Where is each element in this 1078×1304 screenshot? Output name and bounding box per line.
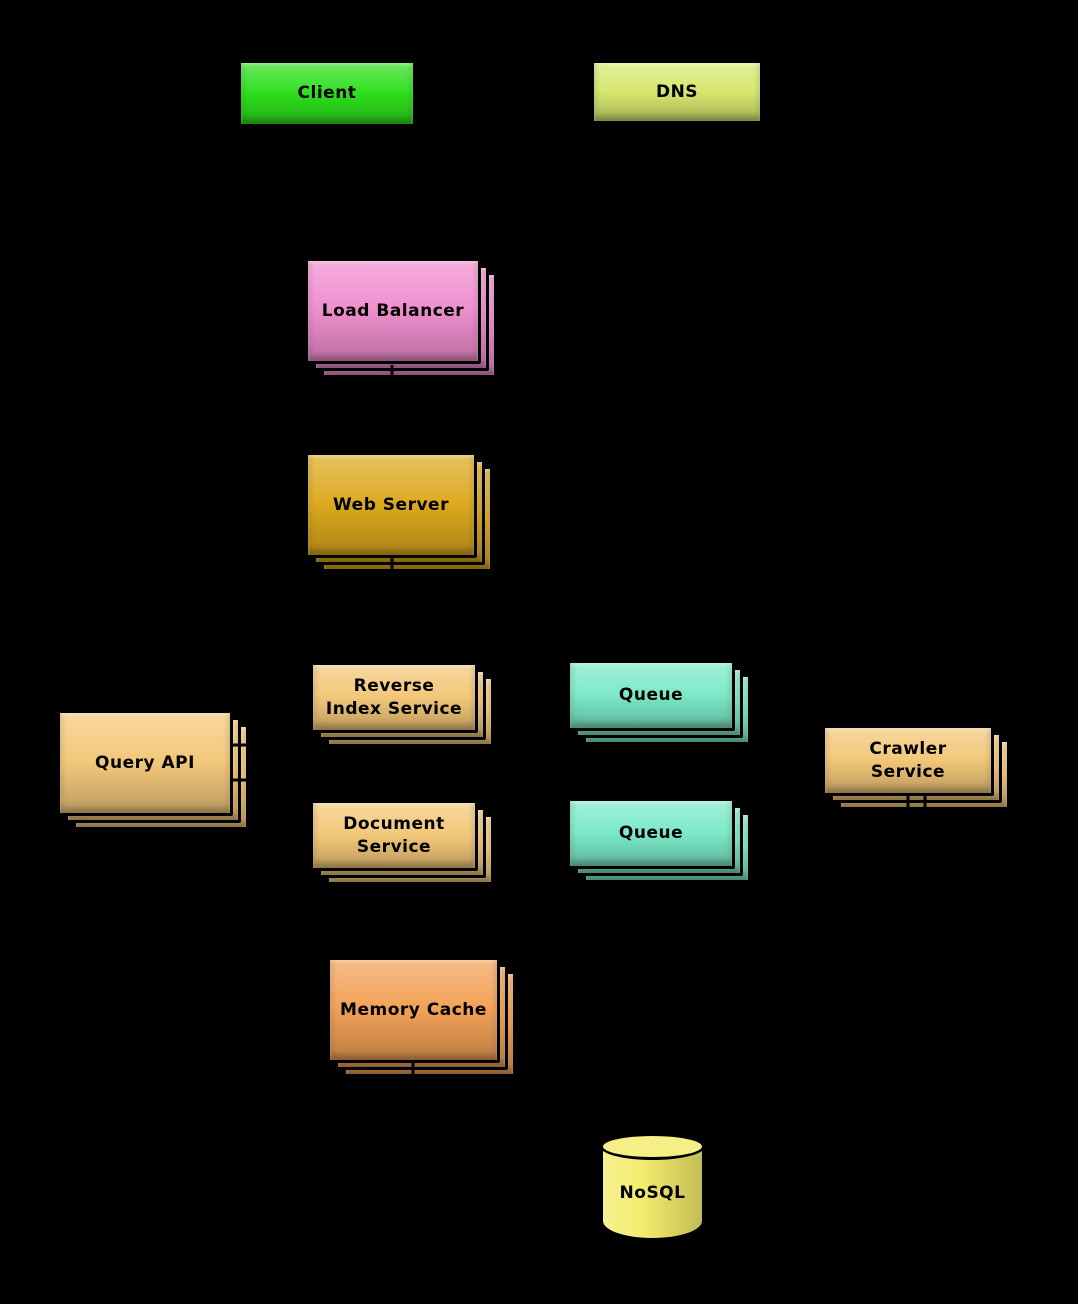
cylinder-label-wrap: NoSQL — [600, 1133, 705, 1241]
node-query-api: Query API — [57, 710, 249, 830]
box-face: Web Server — [305, 452, 477, 558]
node-dns: DNS — [591, 60, 763, 124]
node-label: Document Service — [343, 814, 445, 857]
node-label: Reverse Index Service — [325, 676, 463, 719]
node-label: Client — [297, 83, 357, 104]
node-label: NoSQL — [619, 1182, 686, 1203]
cylinder-top — [600, 1133, 705, 1160]
node-crawler-service: Crawler Service — [822, 725, 1010, 810]
box-face: Query API — [57, 710, 233, 816]
box-face: Load Balancer — [305, 258, 481, 364]
node-label: DNS — [655, 81, 699, 102]
node-web-server: Web Server — [305, 452, 493, 572]
cylinder-body — [600, 1146, 705, 1241]
node-client: Client — [238, 60, 416, 127]
node-label: Queue — [618, 685, 684, 706]
node-queue-bottom: Queue — [567, 798, 751, 883]
node-label: Load Balancer — [321, 300, 465, 321]
node-label: Memory Cache — [340, 999, 487, 1020]
node-label: Query API — [95, 752, 195, 773]
box-face: Document Service — [310, 800, 478, 871]
edge-crawler_service-queue_top — [752, 688, 821, 747]
box-face: Queue — [567, 798, 735, 869]
node-document-service: Document Service — [310, 800, 494, 885]
box-face: Reverse Index Service — [310, 662, 478, 733]
box-face: Client — [238, 60, 416, 127]
box-face: Queue — [567, 660, 735, 731]
box-face: DNS — [591, 60, 763, 124]
edge-memory_cache-nosql — [411, 1063, 599, 1197]
box-face: Crawler Service — [822, 725, 994, 796]
node-label: Queue — [618, 823, 684, 844]
node-label: Crawler Service — [869, 739, 947, 782]
box-face: Memory Cache — [327, 957, 500, 1063]
node-label: Web Server — [333, 494, 449, 515]
node-reverse-index-service: Reverse Index Service — [310, 662, 494, 747]
node-queue-top: Queue — [567, 660, 751, 745]
node-load-balancer: Load Balancer — [305, 258, 497, 378]
node-nosql: NoSQL — [600, 1133, 705, 1241]
node-memory-cache: Memory Cache — [327, 957, 516, 1077]
